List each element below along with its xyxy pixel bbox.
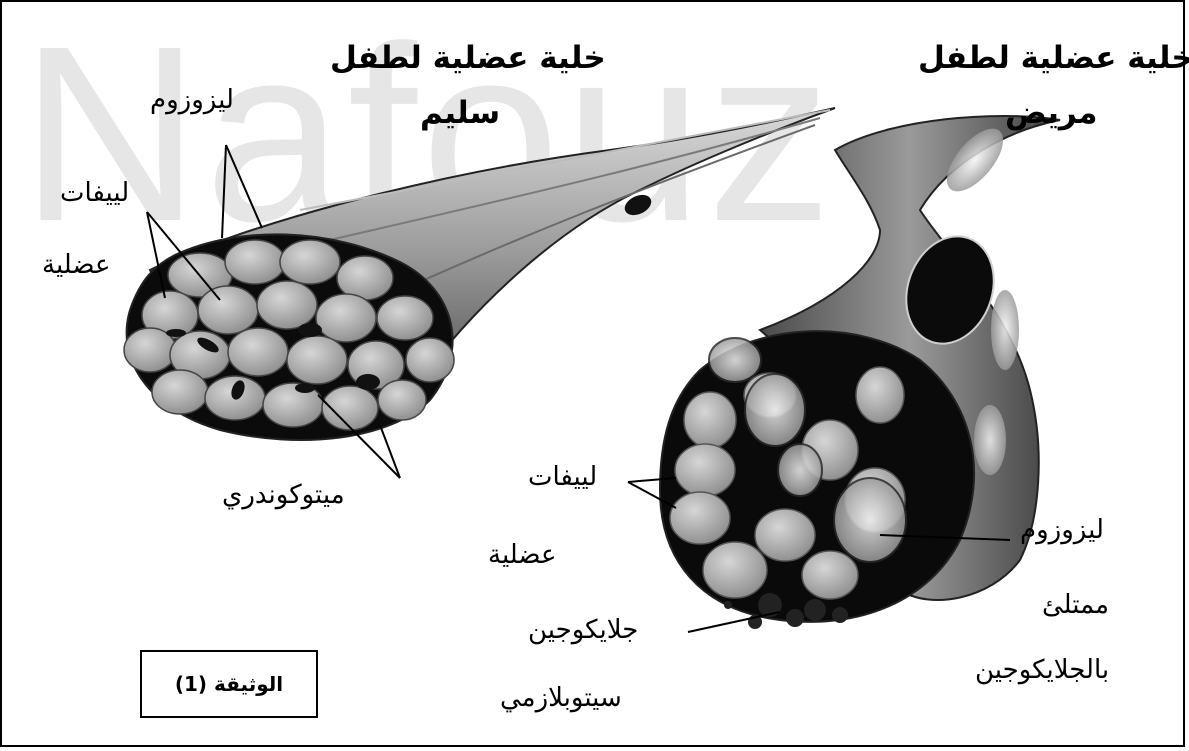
glycogen-label-line2: سيتوبلازمي — [500, 683, 622, 713]
sick-cell-title-line2: مريض — [1005, 95, 1097, 131]
glycogen-label-line1: جلايكوجين — [528, 615, 638, 645]
sick-fibrils-label-line2: عضلية — [488, 540, 556, 570]
sick-lysosome-label-line3: بالجلايكوجين — [975, 655, 1109, 685]
sick-lysosome-label-line1: ليزوزوم — [1020, 515, 1104, 545]
healthy-fibrils-label-line1: لييفات — [60, 178, 129, 208]
healthy-fibrils-label-line2: عضلية — [42, 250, 110, 280]
sick-fibrils-label-line1: لييفات — [528, 462, 597, 492]
healthy-lysosome-label: ليزوزوم — [150, 85, 234, 115]
sick-cell-title-line1: خلية عضلية لطفل — [918, 40, 1189, 76]
document-label-box: الوثيقة (1) — [140, 650, 318, 718]
healthy-mitochondria-label: ميتوكوندري — [222, 480, 345, 510]
healthy-cell-title-line1: خلية عضلية لطفل — [330, 40, 606, 76]
sick-lysosome-label-line2: ممتلئ — [1042, 590, 1109, 620]
healthy-cell-title-line2: سليم — [420, 95, 500, 131]
document-label: الوثيقة (1) — [175, 672, 283, 696]
